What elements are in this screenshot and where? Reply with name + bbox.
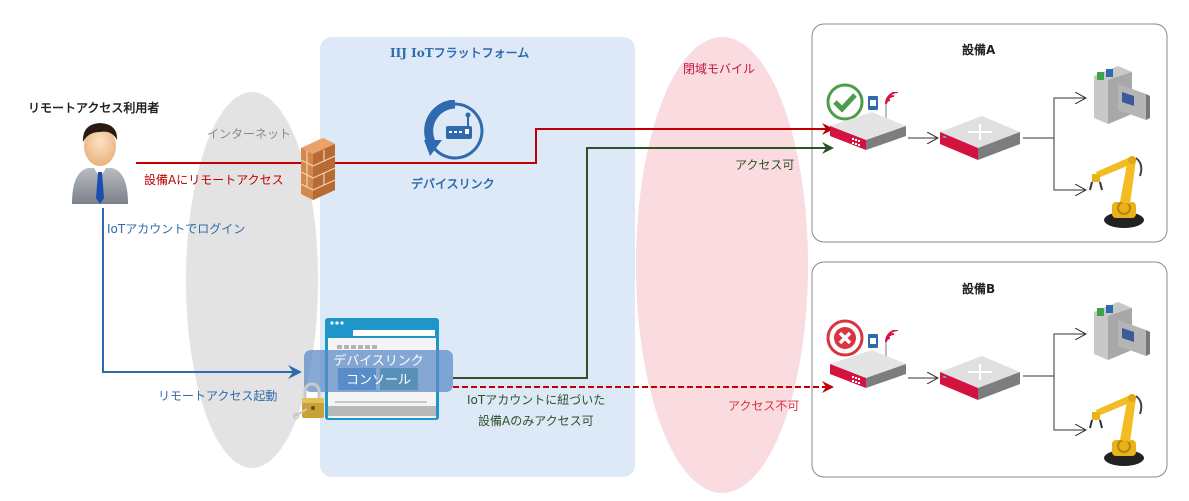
device-link-icon bbox=[424, 100, 484, 160]
robot-arm-icon bbox=[1089, 394, 1144, 466]
machine-icon bbox=[1094, 302, 1150, 360]
remote-access-label: 設備Aにリモートアクセス bbox=[144, 173, 284, 187]
facility-b-switch-branch-robot bbox=[1053, 376, 1086, 430]
network-switch-icon bbox=[940, 356, 1020, 400]
firewall-icon bbox=[301, 138, 335, 200]
console-label-line-1: デバイスリンク bbox=[333, 354, 424, 369]
platform-title: IIJ IoTフラットフォーム bbox=[390, 46, 530, 60]
mobile-router-icon bbox=[830, 330, 906, 388]
lock-icon bbox=[293, 382, 324, 420]
launch-label: リモートアクセス起動 bbox=[158, 389, 278, 403]
allowed-line bbox=[453, 142, 834, 379]
closed-mobile-label: 閉域モバイル bbox=[683, 62, 756, 76]
note-line-2: 設備Aのみアクセス可 bbox=[478, 414, 594, 428]
facility-a-switch-branch bbox=[1023, 98, 1086, 139]
cross-icon bbox=[826, 319, 864, 357]
facility-b-switch-branch bbox=[1023, 334, 1086, 377]
device-link-label: デバイスリンク bbox=[411, 177, 495, 191]
console-overlay-button[interactable]: デバイスリンク コンソール bbox=[304, 350, 453, 392]
facility-a-switch-branch-robot bbox=[1053, 138, 1086, 190]
allowed-label: アクセス可 bbox=[735, 158, 795, 172]
remote-access-line bbox=[136, 123, 834, 164]
check-icon bbox=[826, 83, 864, 121]
machine-icon bbox=[1094, 66, 1150, 124]
network-switch-icon bbox=[940, 116, 1020, 160]
robot-arm-icon bbox=[1089, 156, 1144, 228]
denied-label: アクセス不可 bbox=[728, 399, 800, 413]
login-line bbox=[102, 208, 302, 379]
user-avatar-icon bbox=[72, 123, 128, 204]
console-label-line-2: コンソール bbox=[345, 373, 411, 388]
user-label: リモートアクセス利用者 bbox=[28, 101, 160, 115]
internet-zone bbox=[186, 92, 318, 468]
internet-label: インターネット bbox=[207, 127, 292, 141]
facility-a-title: 設備A bbox=[962, 43, 996, 57]
mobile-router-icon bbox=[830, 92, 906, 150]
facility-b-title: 設備B bbox=[962, 282, 996, 296]
closed-mobile-zone bbox=[636, 37, 808, 493]
login-label: IoTアカウントでログイン bbox=[107, 222, 246, 236]
note-line-1: IoTアカウントに紐づいた bbox=[467, 393, 606, 407]
